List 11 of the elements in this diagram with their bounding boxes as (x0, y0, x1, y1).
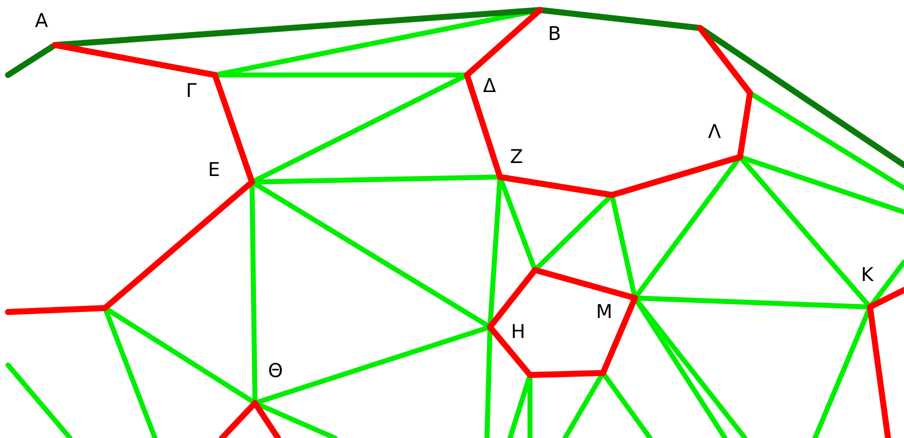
vertex-label: Λ (708, 123, 721, 142)
vertex-label: Η (511, 323, 526, 342)
vertex-label: Θ (268, 362, 283, 381)
vertex-label: Κ (861, 266, 874, 285)
vertex-label: Ζ (510, 148, 524, 167)
vertex-label: Α (35, 12, 48, 31)
vertex-label: Δ (483, 77, 496, 96)
vertex-label: Γ (186, 82, 197, 101)
vertex-label: Ε (208, 161, 220, 180)
vertex-label: Β (548, 25, 562, 44)
vertex-label: Μ (596, 303, 612, 322)
